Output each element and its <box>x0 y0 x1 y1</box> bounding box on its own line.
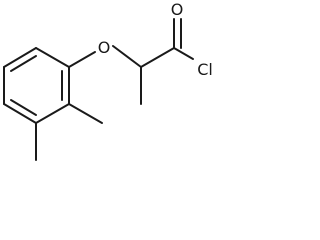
ring-bond-4 <box>3 103 37 124</box>
acyl-chloride-bond <box>173 47 194 60</box>
alpha-carbonyl-bond <box>140 47 175 68</box>
chlorine-label: Cl <box>197 60 213 79</box>
methyl-bond-2 <box>68 103 103 124</box>
chemical-structure-canvas: O O Cl <box>3 0 213 161</box>
molecule-drawing: O O Cl <box>3 0 213 161</box>
ring-double-bond-inner-1 <box>10 55 37 72</box>
ring-bond-2 <box>3 47 37 68</box>
ether-oxygen-label: O <box>98 38 111 57</box>
ring-bond-1 <box>35 47 70 68</box>
aryl-oxygen-bond <box>68 51 96 68</box>
benzene-ring <box>3 47 70 124</box>
oxygen-alpha-carbon-bond <box>112 45 142 68</box>
ring-double-bond-inner-2 <box>10 99 37 116</box>
ring-bond-5 <box>35 103 70 124</box>
carbonyl-oxygen-label: O <box>171 0 184 19</box>
